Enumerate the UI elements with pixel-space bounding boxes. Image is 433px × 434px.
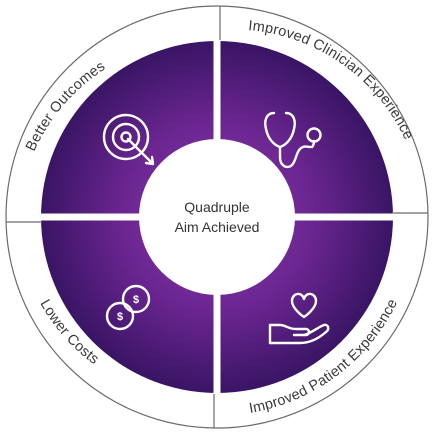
center-circle [139, 139, 295, 295]
center-label-line2: Aim Achieved [175, 219, 260, 235]
heart-in-hand-icon [268, 292, 330, 345]
center-label-line1: Quadruple [184, 199, 250, 215]
stethoscope-icon [264, 111, 322, 169]
dollar-coins-icon: $ $ [105, 284, 151, 331]
target-icon [102, 113, 155, 166]
svg-text:$: $ [117, 311, 123, 323]
outer-ring [5, 5, 429, 429]
svg-text:$: $ [133, 294, 139, 306]
